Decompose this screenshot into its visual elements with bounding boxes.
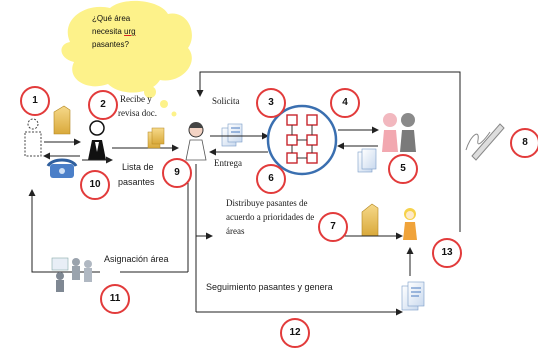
bubble-line-2-text: necesita bbox=[92, 27, 125, 36]
person-black-icon bbox=[88, 120, 106, 160]
label-revisa: revisa doc. bbox=[118, 108, 157, 118]
step-badge-1: 1 bbox=[20, 86, 50, 116]
phone-icon bbox=[46, 158, 78, 178]
step-badge-10: 10 bbox=[80, 170, 110, 200]
thought-bubble bbox=[61, 0, 192, 117]
label-distribuye-3: áreas bbox=[226, 226, 245, 236]
documents-icon bbox=[147, 127, 165, 149]
coordinator-icon bbox=[185, 122, 207, 161]
bubble-line-2-underlined: urg bbox=[124, 27, 136, 36]
person-dotted-icon bbox=[24, 118, 42, 157]
step-badge-13: 13 bbox=[432, 238, 462, 268]
tracking-report-icon bbox=[401, 281, 425, 311]
label-seguimiento: Seguimiento pasantes y genera bbox=[206, 282, 333, 292]
step-badge-2: 2 bbox=[88, 90, 118, 120]
folder-icon-2 bbox=[361, 203, 379, 237]
label-lista-1: Lista de bbox=[122, 162, 154, 172]
label-lista-2: pasantes bbox=[118, 177, 155, 187]
coordinator-flow-lines bbox=[120, 164, 403, 316]
meeting-group-icon bbox=[51, 257, 92, 292]
tutor-icon bbox=[403, 208, 417, 240]
step-badge-7: 7 bbox=[318, 212, 348, 242]
report-documents-icon bbox=[221, 123, 243, 147]
step-badge-12: 12 bbox=[280, 318, 310, 348]
bubble-line-1: ¿Qué área bbox=[92, 14, 131, 23]
step-badge-6: 6 bbox=[256, 164, 286, 194]
step-badge-4: 4 bbox=[330, 88, 360, 118]
signature-pen-icon bbox=[465, 123, 505, 161]
label-solicita: Solicita bbox=[212, 96, 240, 106]
label-entrega: Entrega bbox=[214, 158, 242, 168]
label-asignacion: Asignación área bbox=[104, 254, 169, 264]
bubble-question: ¿Qué área necesita urg pasantes? bbox=[92, 12, 162, 51]
label-distribuye-2: acuerdo a prioridades de bbox=[226, 212, 315, 222]
bubble-line-3: pasantes? bbox=[92, 40, 129, 49]
folder-icon bbox=[53, 105, 71, 135]
label-recibe: Recibe y bbox=[120, 94, 152, 104]
step-badge-3: 3 bbox=[256, 88, 286, 118]
step-badge-11: 11 bbox=[100, 284, 130, 314]
bubble-line-2: necesita urg bbox=[92, 25, 162, 38]
area-heads-icon bbox=[382, 113, 416, 152]
step-badge-5: 5 bbox=[388, 154, 418, 184]
step-badge-8: 8 bbox=[510, 128, 538, 158]
step-badge-9: 9 bbox=[162, 158, 192, 188]
top-loop-arrow bbox=[196, 71, 461, 232]
requests-documents-icon bbox=[357, 148, 377, 173]
label-distribuye-1: Distribuye pasantes de bbox=[226, 198, 308, 208]
org-chart-icon bbox=[266, 104, 338, 176]
